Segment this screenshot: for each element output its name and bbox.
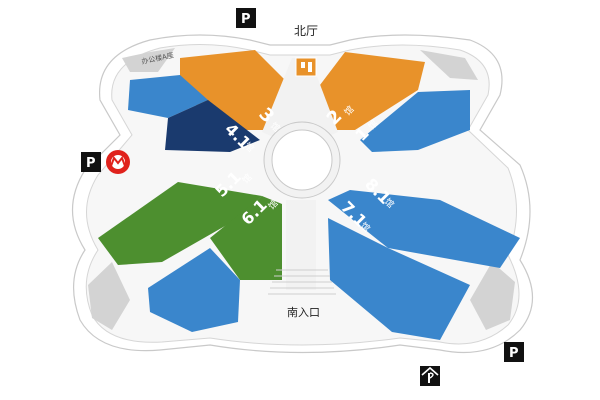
hall-2-block: [320, 52, 425, 130]
parking-icon-southeast: P: [504, 342, 524, 362]
svg-text:P: P: [241, 12, 251, 27]
north-hall-facility-icon: [295, 57, 317, 77]
covered-parking-icon: [420, 366, 440, 386]
hall-7-1-block: [328, 218, 470, 340]
nw-blue-block: [128, 75, 208, 118]
hall-1-block: [360, 90, 470, 152]
svg-text:P: P: [86, 156, 96, 171]
hall-4-1-block: [165, 100, 260, 152]
svg-text:P: P: [509, 346, 519, 361]
corner-building-ne: [420, 50, 478, 80]
parking-icon-west: P: [81, 152, 101, 172]
south-road: [286, 200, 316, 290]
road-north-west: [262, 58, 300, 140]
corner-building-se: [470, 262, 515, 330]
sw-blue-block: [148, 248, 240, 332]
metro-icon: [106, 150, 130, 174]
parking-icon-north: P: [236, 8, 256, 28]
south-entrance-label: 南入口: [287, 306, 320, 319]
hall-6-1-block: [210, 196, 282, 280]
central-plaza-inner: [271, 129, 333, 191]
hall-8-1-block: [328, 190, 520, 268]
corner-building-nw: [122, 48, 175, 72]
road-north-east: [300, 58, 338, 140]
north-hall-label: 北厅: [294, 24, 318, 38]
entrance-stairs: [268, 269, 336, 295]
corner-building-sw: [88, 262, 130, 330]
hall-5-1-block: [98, 182, 262, 265]
